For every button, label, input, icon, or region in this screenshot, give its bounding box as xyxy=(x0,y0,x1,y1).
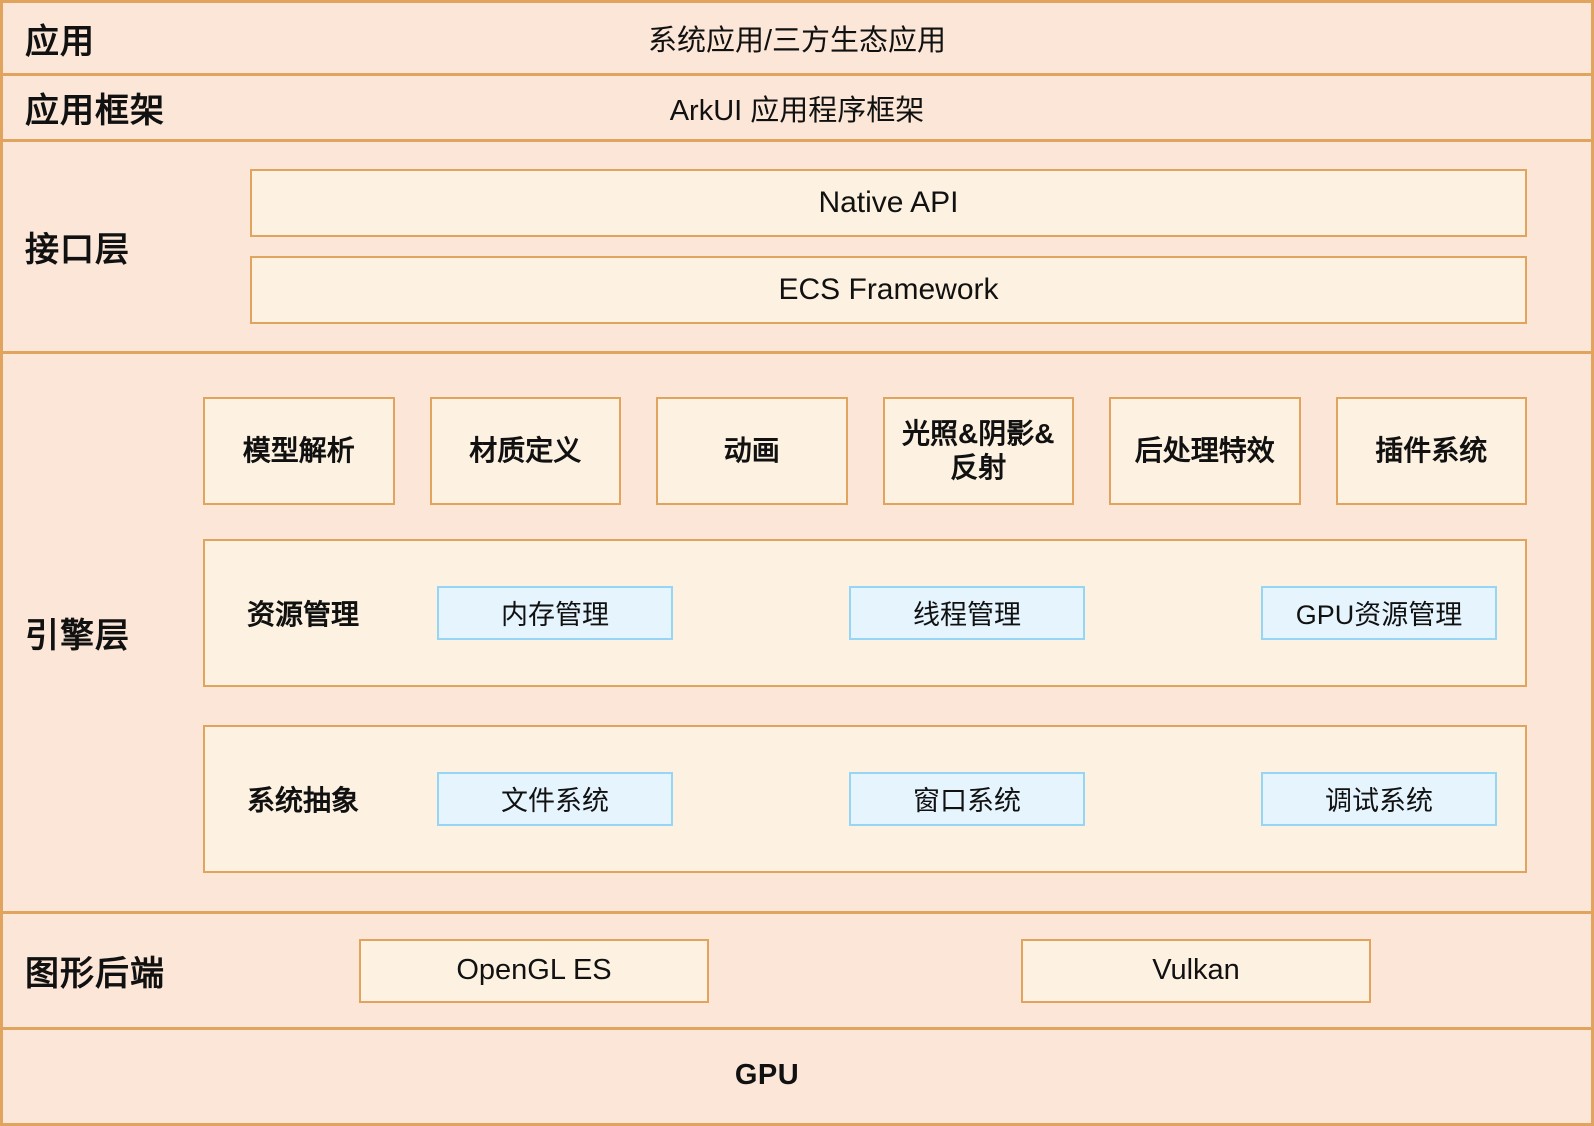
layer-application: 应用 系统应用/三方生态应用 xyxy=(3,3,1591,73)
application-framework-content-text: ArkUI 应用程序框架 xyxy=(669,94,925,127)
engine-feature-lighting-shadow-reflection[interactable]: 光照&阴影&反射 xyxy=(882,396,1074,505)
layer-engine: 引擎层 模型解析 材质定义 动画 光照&阴影&反射 后处理特效 插件系统 资源管… xyxy=(3,351,1591,911)
engine-feature-model-parsing[interactable]: 模型解析 xyxy=(203,396,395,505)
application-content-text: 系统应用/三方生态应用 xyxy=(647,25,947,57)
backend-box-vulkan[interactable]: Vulkan xyxy=(1021,938,1371,1003)
backend-slot-vulkan: Vulkan xyxy=(865,938,1527,1003)
engine-feature-material-definition[interactable]: 材质定义 xyxy=(429,396,621,505)
layer-application-framework: 应用框架 ArkUI 应用程序框架 xyxy=(3,73,1591,139)
layer-body-engine: 模型解析 材质定义 动画 光照&阴影&反射 后处理特效 插件系统 资源管理 内存… xyxy=(203,353,1591,913)
gpu-label: GPU xyxy=(734,1059,800,1091)
interface-box-native-api[interactable]: Native API xyxy=(250,169,1527,237)
layer-gpu: GPU xyxy=(3,1027,1591,1121)
engine-feature-post-processing[interactable]: 后处理特效 xyxy=(1109,396,1301,505)
engine-group-title-system-abstraction: 系统抽象 xyxy=(247,784,360,816)
layer-label-graphics-backend: 图形后端 xyxy=(25,955,165,993)
layer-label-application-framework: 应用框架 xyxy=(25,92,165,130)
resource-item-gpu-resource-management[interactable]: GPU资源管理 xyxy=(1261,585,1497,640)
layer-label-interface: 接口层 xyxy=(25,231,130,269)
layer-graphics-backend: 图形后端 OpenGL ES Vulkan xyxy=(3,911,1591,1027)
layer-body-application-framework: ArkUI 应用程序框架 xyxy=(203,87,1591,129)
layer-interface: 接口层 Native API ECS Framework xyxy=(3,139,1591,351)
engine-feature-animation[interactable]: 动画 xyxy=(656,396,848,505)
resource-item-memory-management[interactable]: 内存管理 xyxy=(437,585,673,640)
engine-group-title-resource-management: 资源管理 xyxy=(247,598,360,630)
layer-body-application: 系统应用/三方生态应用 xyxy=(203,17,1591,59)
interface-box-ecs-framework[interactable]: ECS Framework xyxy=(250,256,1527,324)
engine-group-items-system-abstraction: 文件系统 窗口系统 调试系统 xyxy=(437,771,1497,826)
engine-group-resource-management: 资源管理 内存管理 线程管理 GPU资源管理 xyxy=(203,538,1527,687)
layer-label-engine: 引擎层 xyxy=(25,617,130,655)
backend-slot-opengl: OpenGL ES xyxy=(203,938,865,1003)
resource-item-thread-management[interactable]: 线程管理 xyxy=(849,585,1085,640)
engine-feature-plugin-system[interactable]: 插件系统 xyxy=(1335,396,1527,505)
layer-label-application: 应用 xyxy=(25,22,95,61)
system-item-debug-system[interactable]: 调试系统 xyxy=(1261,771,1497,826)
layer-body-graphics-backend: OpenGL ES Vulkan xyxy=(203,938,1591,1003)
system-item-window-system[interactable]: 窗口系统 xyxy=(849,771,1085,826)
system-item-file-system[interactable]: 文件系统 xyxy=(437,771,673,826)
layer-body-interface: Native API ECS Framework xyxy=(203,169,1591,324)
engine-feature-row: 模型解析 材质定义 动画 光照&阴影&反射 后处理特效 插件系统 xyxy=(203,396,1527,505)
engine-group-items-resource-management: 内存管理 线程管理 GPU资源管理 xyxy=(437,585,1497,640)
backend-box-opengl-es[interactable]: OpenGL ES xyxy=(359,938,709,1003)
engine-group-system-abstraction: 系统抽象 文件系统 窗口系统 调试系统 xyxy=(203,724,1527,873)
